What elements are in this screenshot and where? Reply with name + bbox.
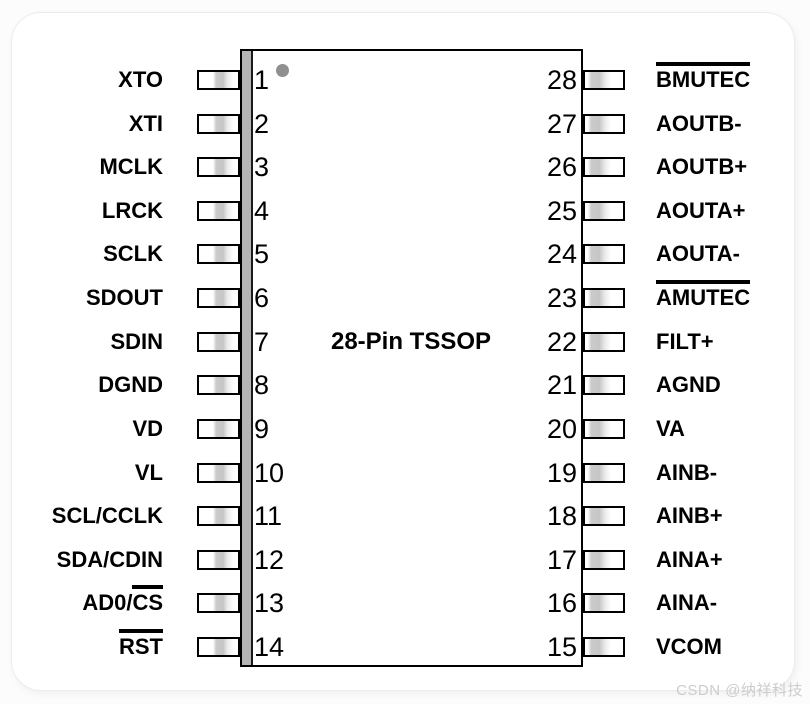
pin-19-lead [583,462,625,483]
pin-18-number: 18 [546,501,577,532]
pin-12-number: 12 [254,544,285,575]
pin-17-number: 17 [546,544,577,575]
pin-5-lead [197,244,240,265]
pin-13-number: 13 [254,588,285,619]
pin1-indicator-dot-icon [276,64,289,77]
pin-9-number: 9 [254,413,270,444]
pin-19-label: AINB- [656,459,718,485]
pin-8-label: DGND [98,372,163,398]
pin-26-lead [583,157,625,178]
pin-26-label: AOUTB+ [656,154,748,180]
pin-25-label: AOUTA+ [656,197,746,223]
pin-3-label: MCLK [99,154,163,180]
pin-4-label: LRCK [101,197,163,223]
pin-14-number: 14 [254,632,285,663]
pin-1-number: 1 [254,65,270,95]
pin-20-number: 20 [546,413,577,444]
pin-24-lead [583,244,625,265]
pin-22-number: 22 [546,326,577,357]
chip-left-spine [242,51,253,665]
pin-14-lead [197,637,240,658]
pin-27-number: 27 [546,108,577,139]
pin-12-label: SDA/CDIN [56,546,163,572]
pin-17-lead [583,549,625,570]
pin-20-lead [583,418,625,439]
pin-22-label: FILT+ [656,328,714,354]
pin-15-number: 15 [546,632,577,663]
pin-6-number: 6 [254,283,270,314]
pin-16-number: 16 [546,588,577,619]
pin-13-label: AD0/CS [82,585,163,616]
pin-28-lead [583,70,625,90]
pin-4-lead [197,200,240,221]
pin-27-label: AOUTB- [656,110,742,136]
pin-23-lead [583,288,625,309]
pin-10-lead [197,462,240,483]
pin-26-number: 26 [546,152,577,183]
pin-15-label: VCOM [656,634,722,660]
pin-18-lead [583,506,625,527]
pin-9-label: VD [132,415,163,441]
pin-22-lead [583,331,625,352]
watermark: CSDN @纳祥科技 [676,682,803,699]
pin-5-label: SCLK [103,241,163,267]
pin-2-label: XTI [128,110,163,136]
pin-14-label: RST [119,629,163,660]
pin-1-lead [197,70,240,90]
pin-4-number: 4 [254,195,270,226]
pin-15-lead [583,637,625,658]
pin-18-label: AINB+ [656,503,723,529]
pin-19-number: 19 [546,457,577,488]
pin-2-number: 2 [254,108,270,139]
pin-13-lead [197,593,240,614]
pin-21-lead [583,375,625,396]
pin-10-number: 10 [254,457,285,488]
pin-8-lead [197,375,240,396]
pin-27-lead [583,113,625,134]
pin-7-lead [197,331,240,352]
pin-16-label: AINA- [656,590,718,616]
pin-7-label: SDIN [110,328,163,354]
pin-10-label: VL [134,459,163,485]
pin-23-label: AMUTEC [656,280,751,311]
pin-3-lead [197,157,240,178]
pin-12-lead [197,549,240,570]
pin-9-lead [197,418,240,439]
pin-24-label: AOUTA- [656,241,740,267]
pin-6-lead [197,288,240,309]
chip-package-outline [240,49,583,667]
pin-1-label: XTO [118,67,163,92]
pin-5-number: 5 [254,239,270,270]
pin-7-number: 7 [254,326,270,357]
pin-16-lead [583,593,625,614]
pin-3-number: 3 [254,152,270,183]
pin-8-number: 8 [254,370,270,401]
pin-11-number: 11 [254,501,283,532]
pin-25-lead [583,200,625,221]
pin-28-label: BMUTEC [656,62,751,92]
package-title: 28-Pin TSSOP [330,328,492,355]
pin-17-label: AINA+ [656,546,723,572]
pin-28-number: 28 [546,65,577,95]
pin-2-lead [197,113,240,134]
pin-23-number: 23 [546,283,577,314]
pin-11-label: SCL/CCLK [51,503,163,529]
pin-25-number: 25 [546,195,577,226]
pin-20-label: VA [656,415,685,441]
pin-11-lead [197,506,240,527]
pin-21-label: AGND [656,372,721,398]
pin-6-label: SDOUT [86,285,163,311]
pin-21-number: 21 [546,370,577,401]
pin-24-number: 24 [546,239,577,270]
